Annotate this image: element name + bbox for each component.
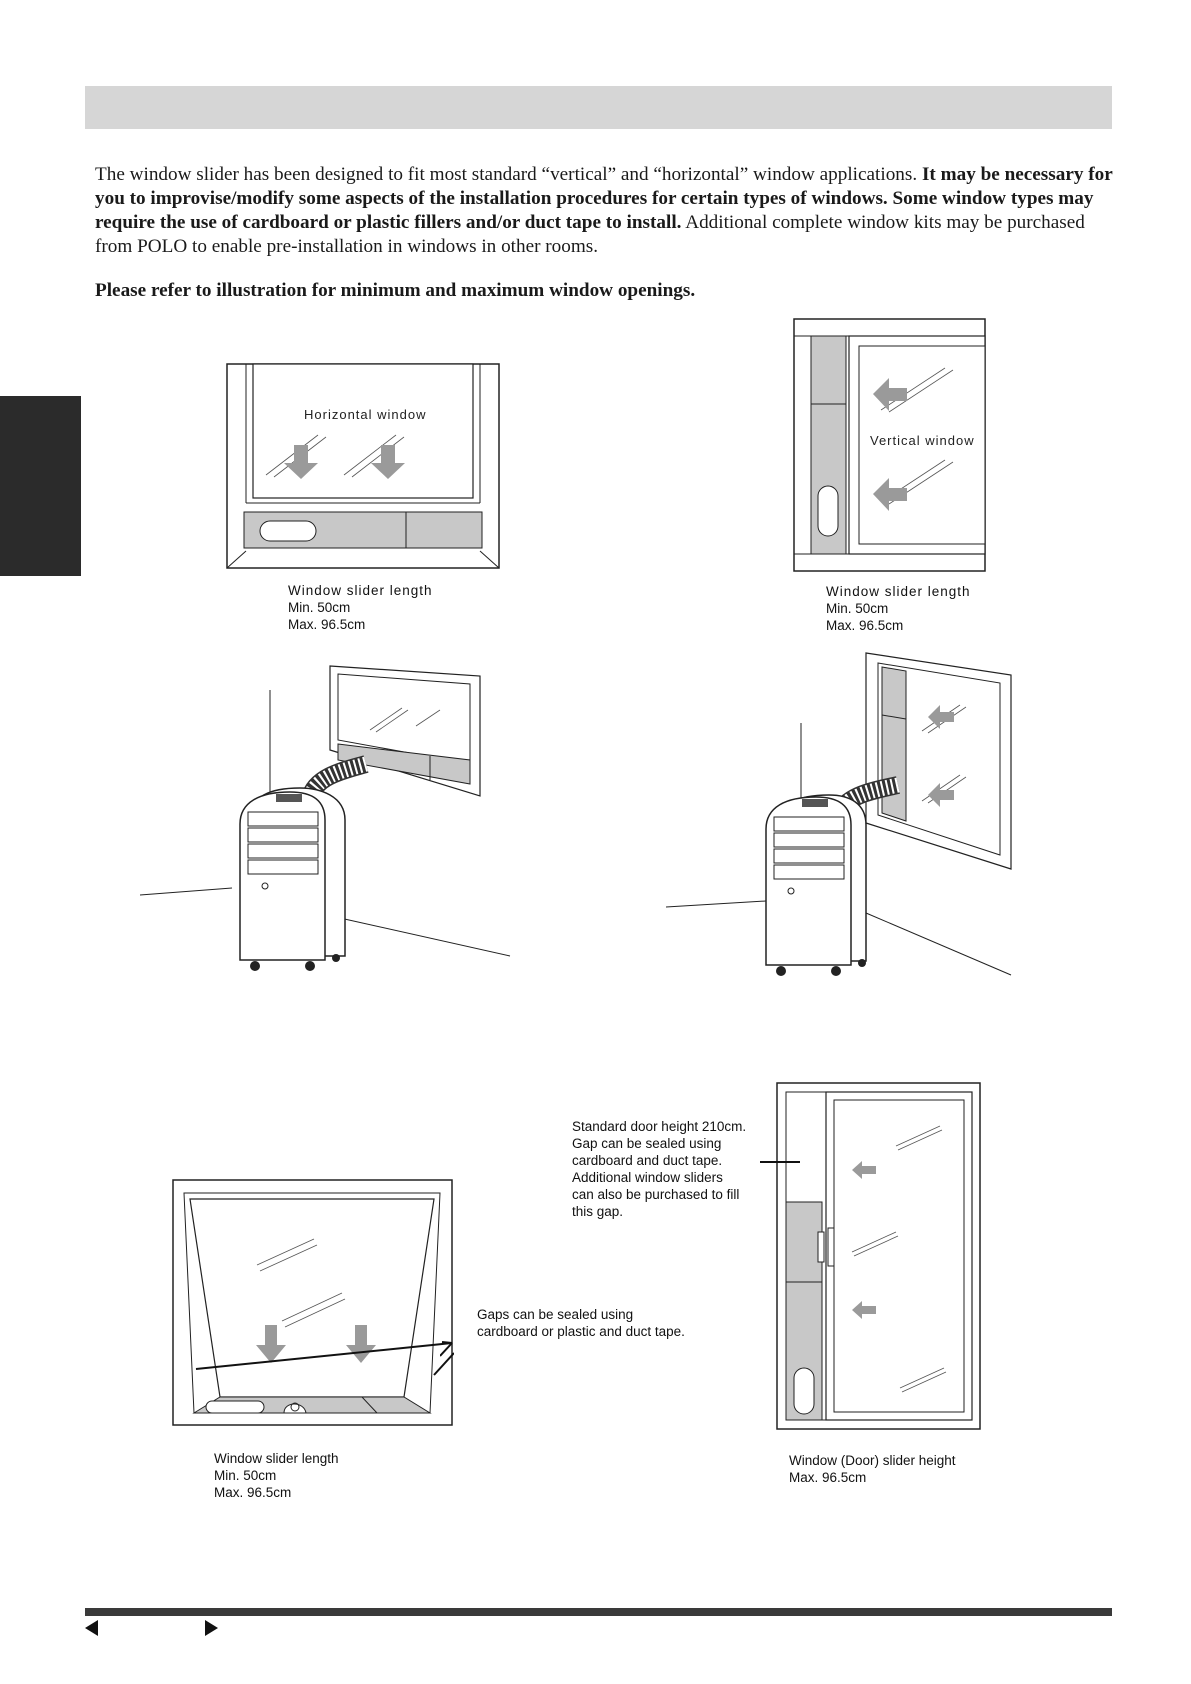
arrow-down-icon xyxy=(284,445,318,479)
triangle-right-icon[interactable] xyxy=(205,1620,218,1636)
door-gap-note: Standard door height 210cm. Gap can be s… xyxy=(572,1119,747,1219)
intro-text-3: Additional complete window kits may be p… xyxy=(95,212,1085,257)
triangle-left-icon[interactable] xyxy=(85,1620,98,1636)
door-leader-line xyxy=(760,1161,800,1163)
tilt-window-leader-lines xyxy=(440,1341,453,1357)
vertical-window-figure: Vertical window xyxy=(793,318,987,574)
arrow-left-icon xyxy=(852,1161,876,1179)
intro-text-1: The window slider has been designed to f… xyxy=(95,164,922,185)
intro-text-bold: It may be necessary for you to improvise… xyxy=(95,164,1113,233)
refer-text: Please refer to illustration for minimum… xyxy=(95,280,696,301)
ac-horizontal-installation-figure xyxy=(140,660,520,980)
header-bar xyxy=(85,86,1112,129)
arrow-left-icon xyxy=(873,378,907,411)
intro-paragraph: The window slider has been designed to f… xyxy=(95,163,1115,259)
arrow-down-icon xyxy=(256,1325,286,1363)
footer-bar xyxy=(85,1608,1112,1616)
ac-vertical-installation-figure xyxy=(666,645,1036,980)
horizontal-window-figure: Horizontal window xyxy=(226,363,501,571)
arrow-left-icon xyxy=(873,478,907,511)
vertical-window-caption: Window slider length Min. 50cm Max. 96.5… xyxy=(826,584,971,633)
tilt-window-gap-note: Gaps can be sealed using cardboard or pl… xyxy=(477,1307,685,1339)
sliding-door-figure xyxy=(776,1082,982,1432)
vertical-window-label: Vertical window xyxy=(870,433,975,448)
arrow-left-icon xyxy=(852,1301,876,1319)
sliding-door-caption: Window (Door) slider height Max. 96.5cm xyxy=(789,1453,956,1485)
arrow-left-icon xyxy=(928,783,954,807)
arrow-left-icon xyxy=(928,705,954,729)
horizontal-window-label: Horizontal window xyxy=(304,407,427,422)
tilt-window-caption: Window slider length Min. 50cm Max. 96.5… xyxy=(214,1451,339,1500)
tilt-window-figure xyxy=(172,1179,454,1427)
horizontal-window-caption: Window slider length Min. 50cm Max. 96.5… xyxy=(288,583,433,632)
side-tab xyxy=(0,396,81,576)
arrow-down-icon xyxy=(371,445,405,479)
